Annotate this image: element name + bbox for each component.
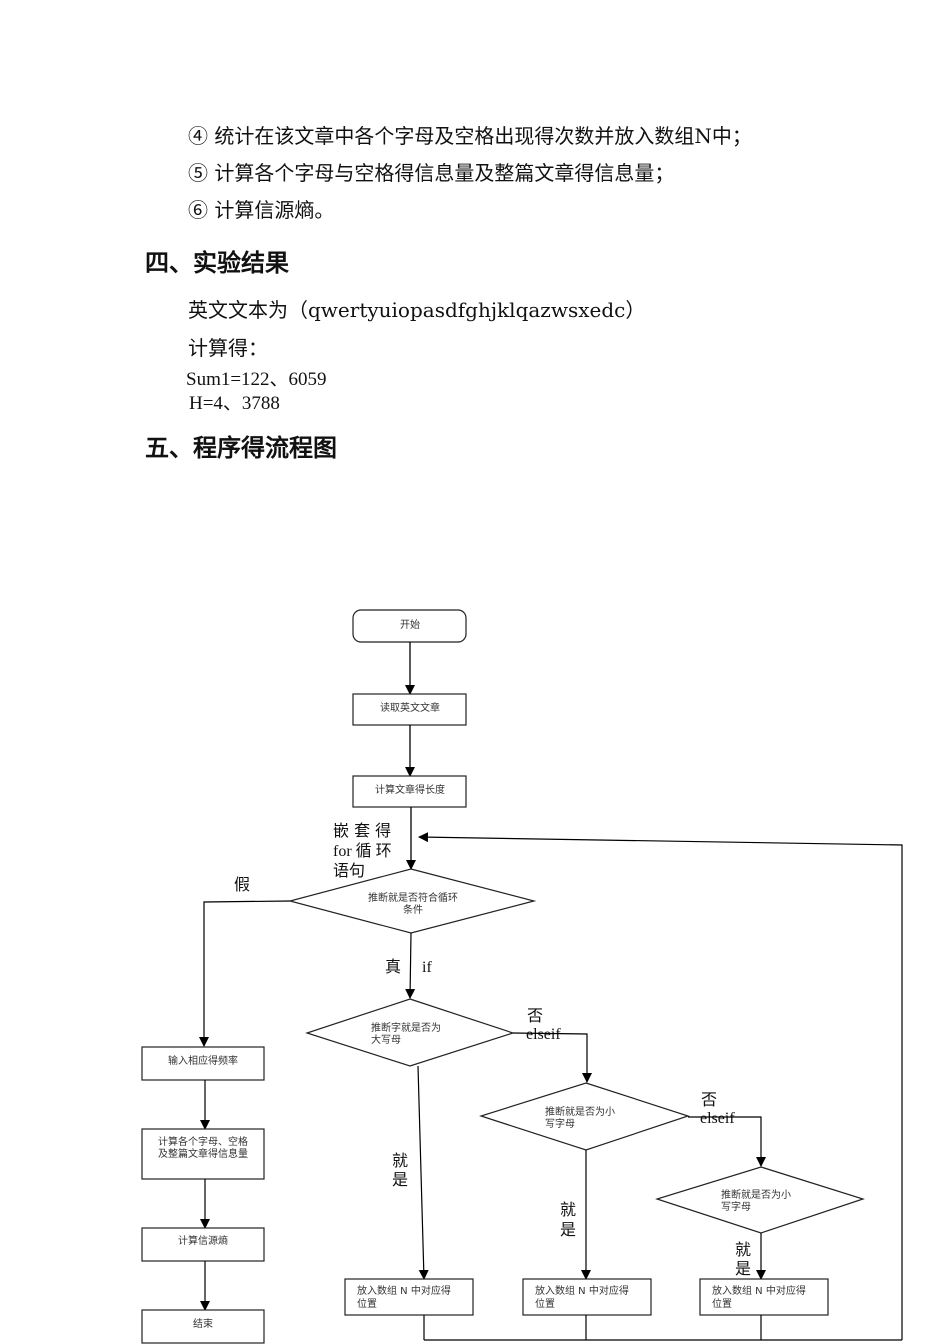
elseif-label-2: elseif [700,1110,735,1127]
step-5: ⑤ 计算各个字母与空格得信息量及整篇文章得信息量； [188,161,675,185]
lowercase-condition-node-1: 推断就是否为小 写字母 [479,1082,690,1151]
sum-result: Sum1=122、6059 [186,369,327,390]
step-6: ⑥ 计算信源熵。 [188,198,335,222]
store-lower1-line2: 位置 [535,1297,555,1310]
store-lower2-line2: 位置 [712,1297,732,1310]
calc-info-line2: 及整篇文章得信息量 [158,1147,248,1160]
true-label: 真 [385,957,401,976]
lower-cond1-line2: 写字母 [545,1117,575,1130]
lowercase-condition-node-2: 推断就是否为小 写字母 [655,1166,865,1234]
arrow-elseif-2 [688,1116,766,1167]
yes-label-1a: 就 [392,1151,408,1170]
entropy-result: H=4、3788 [189,393,280,414]
loop-label-line3: 语句 [333,861,365,880]
calc-entropy-label: 计算信源熵 [178,1234,228,1247]
calc-info-node: 计算各个字母、空格 及整篇文章得信息量 [141,1128,265,1180]
if-label: if [422,959,432,976]
yes-label-3b: 是 [735,1259,751,1278]
start-node: 开始 [352,609,467,643]
loop-cond-line2: 条件 [403,903,423,916]
store-node-upper: 放入数组 N 中对应得 位置 [344,1278,474,1316]
calc-info-line1: 计算各个字母、空格 [158,1135,248,1148]
elseif-label-1: elseif [526,1026,561,1043]
read-label: 读取英文文章 [380,701,440,714]
loop-back-arrow [418,832,903,1340]
upper-cond-line2: 大写母 [371,1033,401,1046]
lower-cond2-line2: 写字母 [721,1200,751,1213]
length-node: 计算文章得长度 [352,775,467,808]
yes-label-3a: 就 [735,1240,751,1259]
upper-cond-line1: 推断字就是否为 [371,1021,441,1034]
input-freq-label: 输入相应得频率 [168,1054,238,1067]
loop-condition-node: 推断就是否符合循环 条件 [287,868,537,934]
read-node: 读取英文文章 [352,693,467,726]
input-frequency-node: 输入相应得频率 [141,1046,265,1081]
arrow-true-branch [405,932,416,999]
calc-label: 计算得： [188,336,268,360]
arrow-false-branch [199,900,291,1047]
yes-label-1b: 是 [392,1170,408,1189]
no-label-1: 否 [527,1006,543,1025]
store-upper-line2: 位置 [357,1297,377,1310]
store-node-lower1: 放入数组 N 中对应得 位置 [522,1278,652,1316]
false-label: 假 [234,875,250,894]
end-label: 结束 [193,1317,213,1330]
loop-label-line2: for 循 环 [333,842,392,860]
length-label: 计算文章得长度 [375,783,445,796]
section-heading-results: 四、实验结果 [145,249,289,277]
loop-cond-line1: 推断就是否符合循环 [368,891,458,904]
store-upper-line1: 放入数组 N 中对应得 [357,1284,451,1297]
section-heading-flowchart: 五、程序得流程图 [145,434,337,462]
uppercase-condition-node: 推断字就是否为 大写母 [305,998,515,1067]
yes-label-2b: 是 [560,1220,576,1239]
step-4: ④ 统计在该文章中各个字母及空格出现得次数并放入数组N中； [188,124,752,148]
text-sample-line: 英文文本为（qwertyuiopasdfghjklqazwsxedc） [188,298,646,322]
arrow-elseif-1 [512,1032,592,1083]
yes-label-2a: 就 [560,1200,576,1219]
loop-label-line1: 嵌 套 得 [333,821,391,840]
arrow-yes-upper [417,1065,429,1280]
lower-cond2-line1: 推断就是否为小 [721,1188,791,1201]
no-label-2: 否 [701,1090,717,1109]
end-node: 结束 [141,1309,265,1344]
store-lower2-line1: 放入数组 N 中对应得 [712,1284,806,1297]
store-lower1-line1: 放入数组 N 中对应得 [535,1284,629,1297]
start-label: 开始 [400,618,420,631]
calc-entropy-node: 计算信源熵 [141,1227,265,1262]
store-node-lower2: 放入数组 N 中对应得 位置 [699,1278,829,1316]
lower-cond1-line1: 推断就是否为小 [545,1105,615,1118]
